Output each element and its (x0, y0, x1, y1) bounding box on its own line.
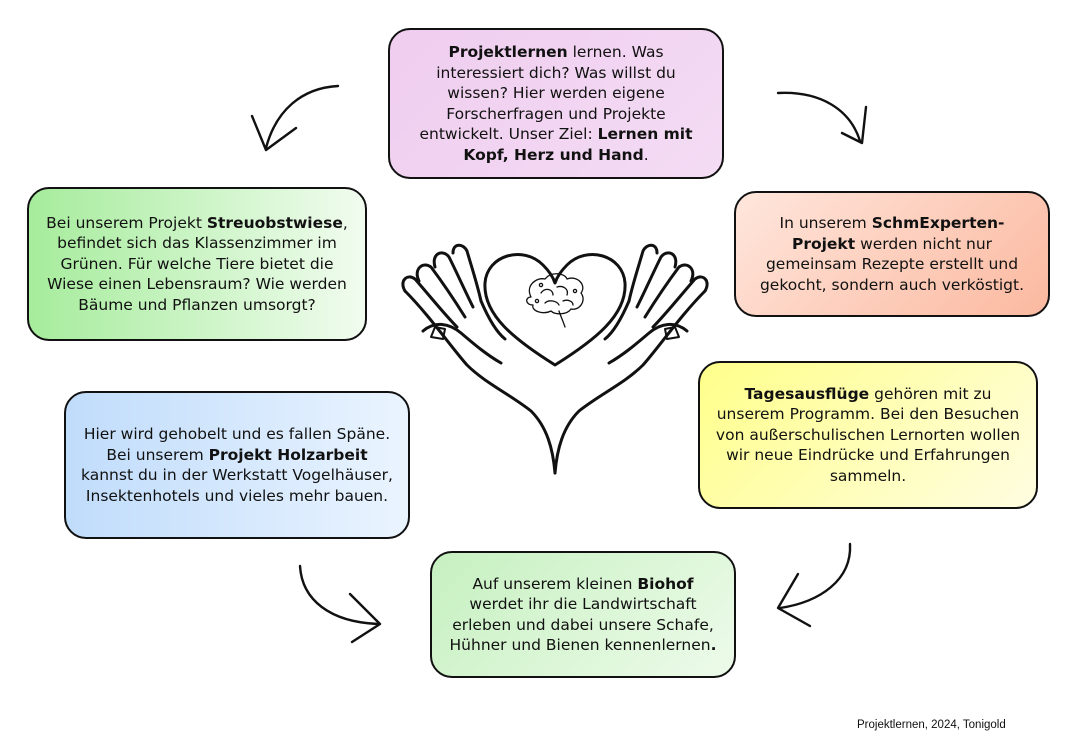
streuobstwiese-text: Bei unserem Projekt Streuobstwiese, befi… (46, 213, 348, 314)
left-hand-icon (401, 243, 557, 475)
projektlernen-box: Projektlernen lernen. Was interessiert d… (388, 28, 724, 179)
holzarbeit-box: Hier wird gehobelt und es fallen Späne. … (64, 391, 410, 539)
heart-icon (483, 253, 627, 367)
arrow-top-left-icon (250, 84, 340, 152)
arrow-top-right-icon (776, 91, 868, 145)
tagesausfluege-text: Tagesausflüge gehören mit zu unserem Pro… (715, 384, 1021, 485)
projektlernen-text: Projektlernen lernen. Was interessiert d… (419, 43, 693, 164)
schmexperten-box: In unserem SchmExperten-Projekt werden n… (734, 191, 1050, 317)
holzarbeit-text: Hier wird gehobelt und es fallen Späne. … (81, 425, 393, 505)
arrow-right-bottom-icon (776, 542, 852, 628)
arrow-left-bottom-icon (298, 564, 382, 644)
biohof-box: Auf unserem kleinen Biohof werdet ihr di… (430, 551, 736, 678)
biohof-text: Auf unserem kleinen Biohof werdet ihr di… (449, 574, 717, 655)
streuobstwiese-box: Bei unserem Projekt Streuobstwiese, befi… (27, 187, 367, 341)
caption: Projektlernen, 2024, Tonigold (857, 719, 1006, 731)
schmexperten-text: In unserem SchmExperten-Projekt werden n… (759, 214, 1025, 294)
brain-icon (526, 273, 584, 328)
tagesausfluege-box: Tagesausflüge gehören mit zu unserem Pro… (698, 361, 1038, 509)
right-hand-icon (553, 243, 709, 475)
hands-heart-brain-icon (401, 243, 709, 475)
